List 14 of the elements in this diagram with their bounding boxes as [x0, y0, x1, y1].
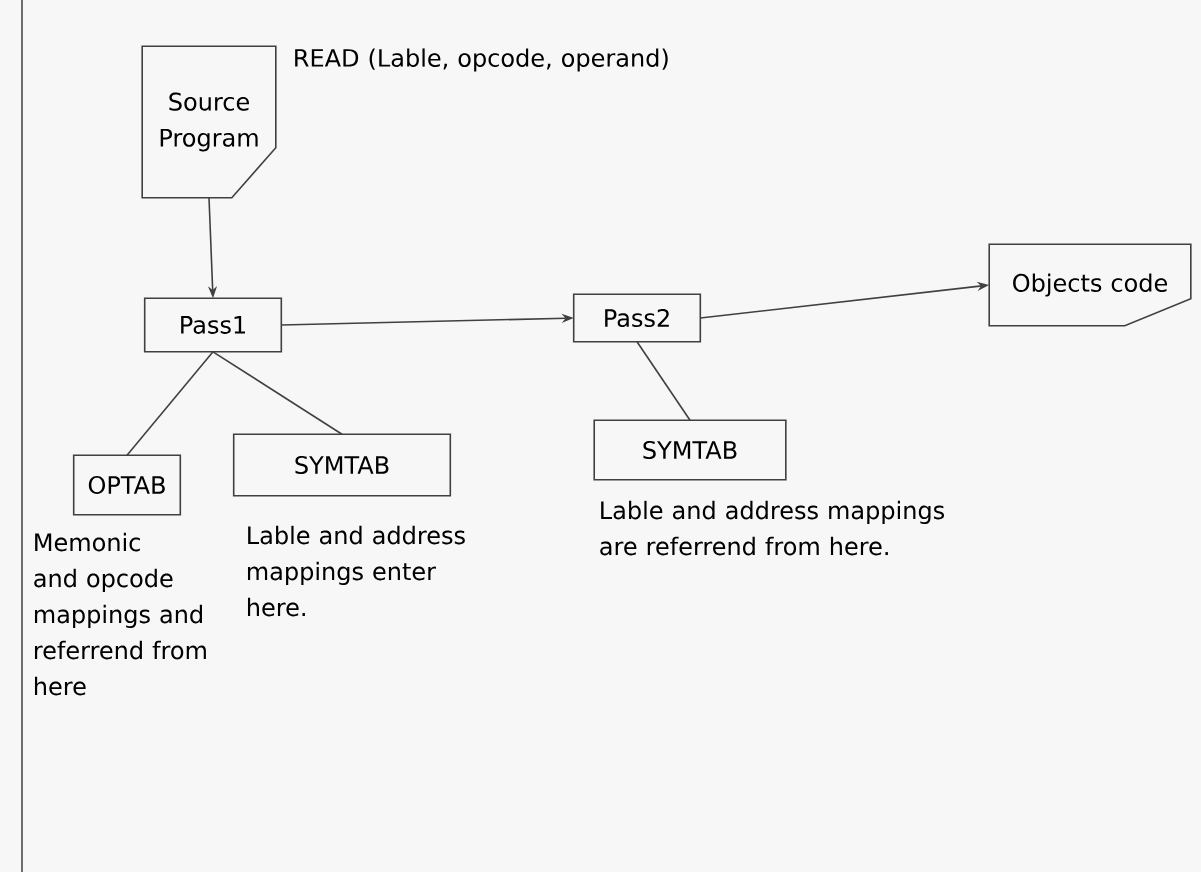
document-box: Source Program [141, 45, 277, 199]
process-box: SYMTAB [232, 433, 452, 497]
connector-line [126, 351, 214, 456]
process-box: OPTAB [72, 454, 182, 516]
annotation-text: Memonic and opcode mappings and referrend from here [34, 532, 206, 696]
annotation-text: Lable and address mappings enter here. [248, 525, 465, 617]
process-box: Pass2 [572, 293, 702, 343]
document-box: Objects code [988, 243, 1192, 327]
connector-line [212, 351, 343, 435]
process-box: Pass1 [143, 297, 283, 353]
annotation-text: Lable and address mappings are referrend from here. [600, 500, 944, 556]
connector-line [636, 341, 691, 421]
annotation-text: READ (Lable, opcode, operand) [295, 48, 668, 72]
process-box: SYMTAB [593, 419, 787, 481]
